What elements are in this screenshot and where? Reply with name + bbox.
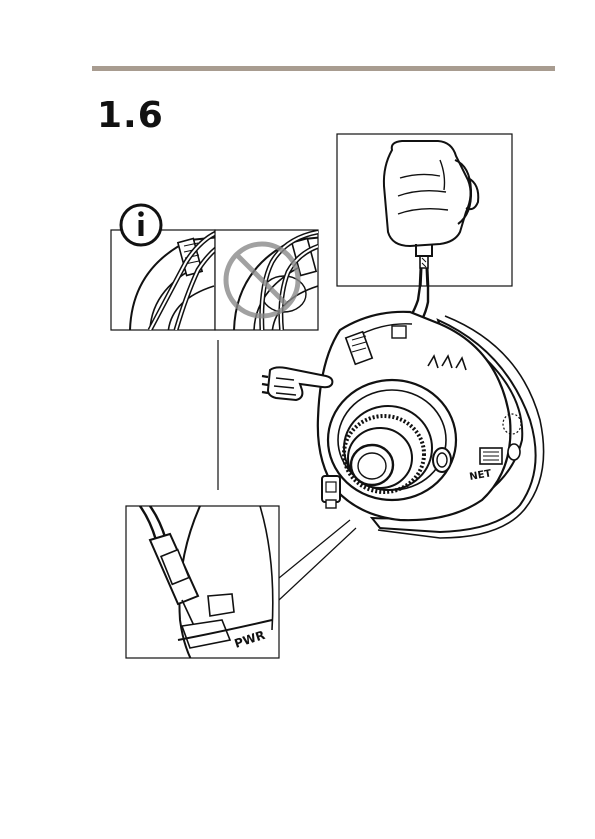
info-icon: [121, 205, 161, 245]
power-connector-inset: PWR: [126, 506, 279, 668]
camera-body: [318, 312, 544, 538]
incorrect-routing-inset: [215, 230, 334, 334]
callout-line: [279, 520, 350, 578]
power-adapter-inset: [337, 134, 512, 290]
correct-routing-inset: [111, 230, 230, 334]
callout-line: [279, 528, 356, 600]
